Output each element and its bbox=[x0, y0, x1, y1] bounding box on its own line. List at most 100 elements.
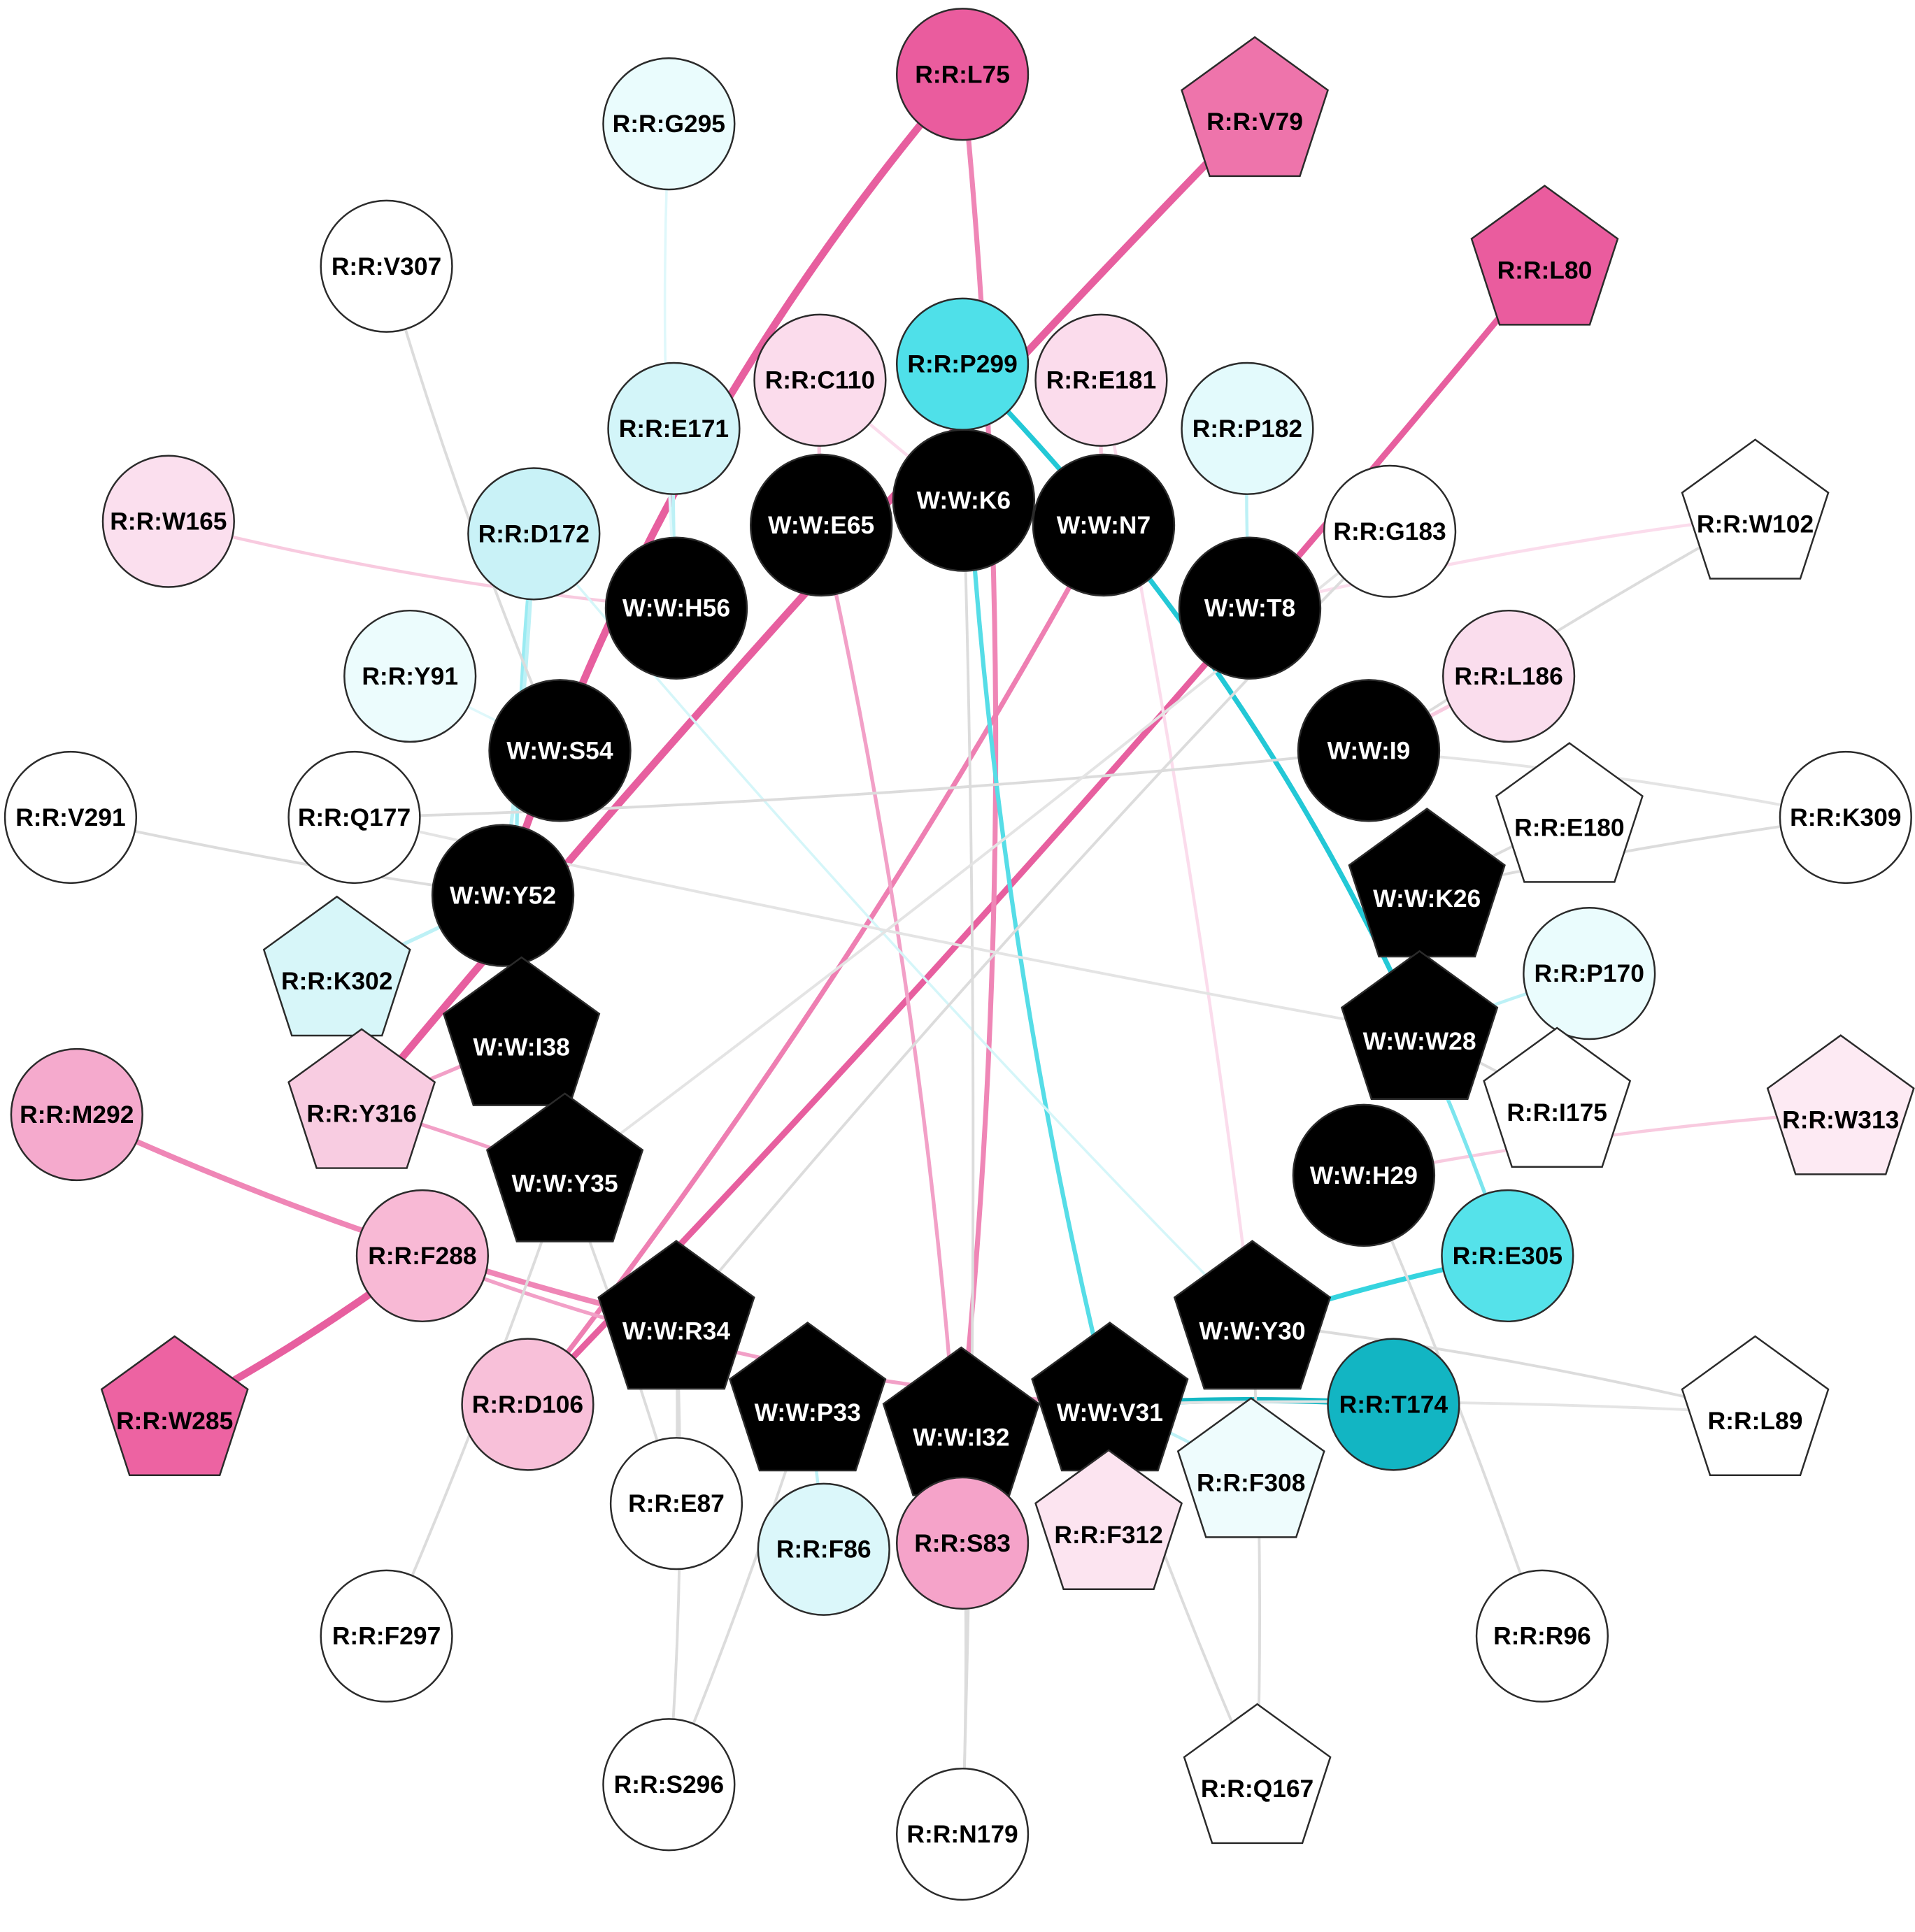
node-W:W:I32[interactable]: W:W:I32 bbox=[882, 1346, 1040, 1496]
pentagon-shape-icon bbox=[1470, 185, 1619, 326]
node-W:W:V31[interactable]: W:W:V31 bbox=[1031, 1322, 1189, 1472]
node-R:R:P182[interactable]: R:R:P182 bbox=[1181, 362, 1314, 495]
node-R:R:W165[interactable]: R:R:W165 bbox=[101, 455, 235, 588]
pentagon-shape-icon bbox=[1483, 1026, 1632, 1168]
edge-R:R:P299--W:W:W28 bbox=[960, 362, 1423, 1036]
circle-shape-icon bbox=[895, 8, 1030, 141]
node-R:R:V79[interactable]: R:R:V79 bbox=[1181, 36, 1329, 178]
node-R:R:F288[interactable]: R:R:F288 bbox=[355, 1189, 490, 1323]
node-R:R:L75[interactable]: R:R:L75 bbox=[895, 8, 1030, 141]
circle-shape-icon bbox=[892, 429, 1036, 572]
edge-R:R:L80--R:R:D106 bbox=[525, 259, 1548, 1408]
pentagon-shape-icon bbox=[729, 1322, 887, 1472]
node-R:R:K302[interactable]: R:R:K302 bbox=[262, 895, 411, 1037]
circle-shape-icon bbox=[1034, 313, 1168, 447]
node-R:R:L80[interactable]: R:R:L80 bbox=[1470, 185, 1619, 326]
node-R:R:M292[interactable]: R:R:M292 bbox=[10, 1047, 143, 1182]
circle-shape-icon bbox=[609, 1437, 743, 1570]
node-R:R:E87[interactable]: R:R:E87 bbox=[609, 1437, 743, 1570]
node-R:R:C110[interactable]: R:R:C110 bbox=[753, 313, 887, 447]
node-W:W:H56[interactable]: W:W:H56 bbox=[604, 536, 748, 680]
node-W:W:W28[interactable]: W:W:W28 bbox=[1340, 950, 1499, 1100]
pentagon-shape-icon bbox=[1173, 1240, 1332, 1390]
node-R:R:E171[interactable]: R:R:E171 bbox=[607, 362, 741, 495]
circle-shape-icon bbox=[1178, 536, 1322, 680]
circle-shape-icon bbox=[1181, 362, 1314, 495]
node-R:R:K309[interactable]: R:R:K309 bbox=[1779, 750, 1912, 885]
pentagon-shape-icon bbox=[1681, 1335, 1830, 1477]
node-R:R:L89[interactable]: R:R:L89 bbox=[1681, 1335, 1830, 1477]
node-R:R:Y91[interactable]: R:R:Y91 bbox=[343, 609, 477, 743]
node-R:R:G183[interactable]: R:R:G183 bbox=[1323, 464, 1457, 598]
node-W:W:R34[interactable]: W:W:R34 bbox=[597, 1240, 755, 1390]
node-W:W:P33[interactable]: W:W:P33 bbox=[729, 1322, 887, 1472]
node-R:R:V291[interactable]: R:R:V291 bbox=[3, 750, 138, 885]
node-W:W:Y35[interactable]: W:W:Y35 bbox=[485, 1092, 644, 1243]
pentagon-shape-icon bbox=[1766, 1034, 1915, 1175]
node-R:R:F312[interactable]: R:R:F312 bbox=[1034, 1449, 1183, 1590]
node-W:W:N7[interactable]: W:W:N7 bbox=[1032, 453, 1176, 597]
node-R:R:L186[interactable]: R:R:L186 bbox=[1442, 609, 1576, 743]
circle-shape-icon bbox=[467, 467, 601, 601]
node-R:R:F297[interactable]: R:R:F297 bbox=[320, 1569, 453, 1703]
node-R:R:W285[interactable]: R:R:W285 bbox=[100, 1335, 249, 1477]
node-W:W:H29[interactable]: W:W:H29 bbox=[1292, 1103, 1436, 1247]
circle-shape-icon bbox=[1779, 750, 1912, 885]
pentagon-shape-icon bbox=[1495, 742, 1644, 883]
node-R:R:T174[interactable]: R:R:T174 bbox=[1327, 1338, 1460, 1471]
node-R:R:W102[interactable]: R:R:W102 bbox=[1681, 438, 1830, 580]
node-R:R:P170[interactable]: R:R:P170 bbox=[1523, 907, 1656, 1040]
node-W:W:Y52[interactable]: W:W:Y52 bbox=[431, 824, 575, 967]
node-R:R:S296[interactable]: R:R:S296 bbox=[602, 1718, 736, 1852]
circle-shape-icon bbox=[343, 609, 477, 743]
node-W:W:E65[interactable]: W:W:E65 bbox=[749, 453, 893, 597]
node-W:W:S54[interactable]: W:W:S54 bbox=[488, 679, 632, 822]
node-R:R:R96[interactable]: R:R:R96 bbox=[1475, 1569, 1609, 1703]
edge-R:R:V307--W:W:S54 bbox=[385, 264, 562, 752]
circle-shape-icon bbox=[1292, 1103, 1436, 1247]
circle-shape-icon bbox=[753, 313, 887, 447]
node-R:R:D106[interactable]: R:R:D106 bbox=[461, 1338, 595, 1471]
circle-shape-icon bbox=[895, 1476, 1030, 1610]
circle-shape-icon bbox=[1475, 1569, 1609, 1703]
circle-shape-icon bbox=[895, 297, 1030, 431]
node-W:W:K26[interactable]: W:W:K26 bbox=[1348, 808, 1506, 958]
circle-shape-icon bbox=[895, 1767, 1030, 1901]
node-R:R:S83[interactable]: R:R:S83 bbox=[895, 1476, 1030, 1610]
circle-shape-icon bbox=[3, 750, 138, 885]
circle-shape-icon bbox=[604, 536, 748, 680]
node-W:W:K6[interactable]: W:W:K6 bbox=[892, 429, 1036, 572]
node-R:R:N179[interactable]: R:R:N179 bbox=[895, 1767, 1030, 1901]
node-R:R:I175[interactable]: R:R:I175 bbox=[1483, 1026, 1632, 1168]
circle-shape-icon bbox=[287, 750, 421, 885]
pentagon-shape-icon bbox=[1031, 1322, 1189, 1472]
circle-shape-icon bbox=[1032, 453, 1176, 597]
node-R:R:F308[interactable]: R:R:F308 bbox=[1176, 1397, 1325, 1538]
node-R:R:W313[interactable]: R:R:W313 bbox=[1766, 1034, 1915, 1175]
node-W:W:I9[interactable]: W:W:I9 bbox=[1297, 679, 1441, 822]
node-R:R:P299[interactable]: R:R:P299 bbox=[895, 297, 1030, 431]
node-R:R:Q177[interactable]: R:R:Q177 bbox=[287, 750, 421, 885]
pentagon-shape-icon bbox=[1034, 1449, 1183, 1590]
node-R:R:G295[interactable]: R:R:G295 bbox=[602, 57, 736, 191]
node-R:R:E181[interactable]: R:R:E181 bbox=[1034, 313, 1168, 447]
node-R:R:E305[interactable]: R:R:E305 bbox=[1441, 1189, 1574, 1323]
node-R:R:D172[interactable]: R:R:D172 bbox=[467, 467, 601, 601]
edge-R:R:N179--W:W:K6 bbox=[961, 499, 975, 1836]
pentagon-shape-icon bbox=[485, 1092, 644, 1243]
pentagon-shape-icon bbox=[1348, 808, 1506, 958]
pentagon-shape-icon bbox=[882, 1346, 1040, 1496]
node-W:W:T8[interactable]: W:W:T8 bbox=[1178, 536, 1322, 680]
edge-R:R:D106--W:W:N7 bbox=[525, 522, 1106, 1408]
node-R:R:F86[interactable]: R:R:F86 bbox=[757, 1482, 890, 1616]
node-R:R:V307[interactable]: R:R:V307 bbox=[320, 199, 453, 333]
node-W:W:Y30[interactable]: W:W:Y30 bbox=[1173, 1240, 1332, 1390]
circle-shape-icon bbox=[10, 1047, 143, 1182]
circle-shape-icon bbox=[461, 1338, 595, 1471]
pentagon-shape-icon bbox=[1176, 1397, 1325, 1538]
node-R:R:Q167[interactable]: R:R:Q167 bbox=[1183, 1703, 1332, 1845]
edge-R:R:Q177--W:W:I9 bbox=[353, 749, 1370, 819]
